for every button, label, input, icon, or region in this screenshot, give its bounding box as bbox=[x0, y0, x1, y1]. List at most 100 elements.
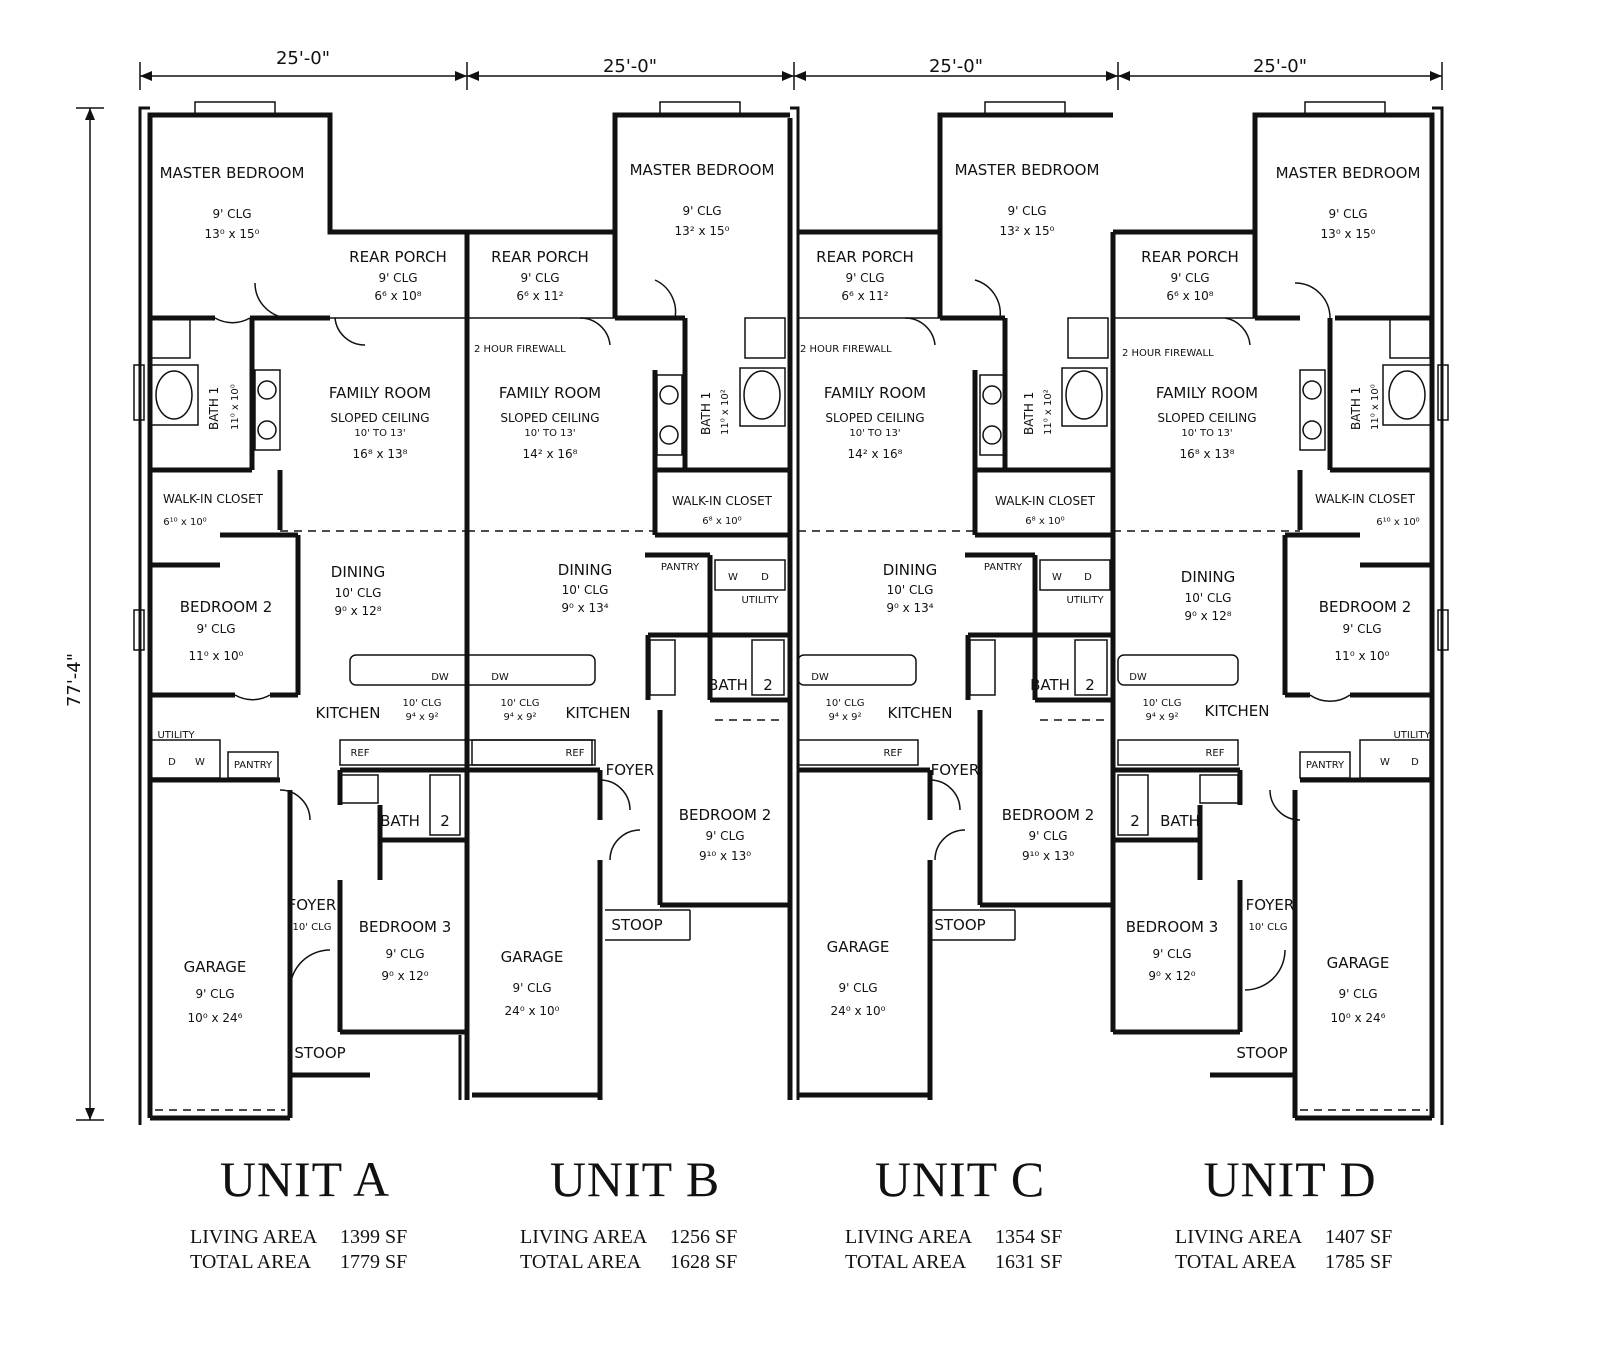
room-name: MASTER BEDROOM bbox=[955, 161, 1100, 179]
room-name: BEDROOM 2 bbox=[180, 598, 273, 616]
bath-number: 2 bbox=[1130, 812, 1140, 830]
living-area-label: LIVING AREA bbox=[845, 1226, 973, 1248]
room-name: UTILITY bbox=[157, 730, 195, 741]
door-swings bbox=[214, 279, 1351, 991]
room-name: BATH bbox=[1030, 676, 1070, 694]
unit-d-walls bbox=[1113, 106, 1444, 1125]
room-name: KITCHEN bbox=[888, 704, 953, 722]
room-size: 9⁰ x 13⁴ bbox=[886, 601, 933, 615]
room-name: WALK-IN CLOSET bbox=[1315, 492, 1416, 506]
room-name: BATH 1 bbox=[699, 392, 713, 435]
room-name: KITCHEN bbox=[1205, 702, 1270, 720]
overall-depth-dimension: 77'-4" bbox=[64, 653, 85, 707]
room-name: FAMILY ROOM bbox=[824, 384, 926, 402]
room-name: FOYER bbox=[1246, 896, 1295, 914]
living-area-label: LIVING AREA bbox=[1175, 1226, 1303, 1248]
room-size: 6⁸ x 10⁰ bbox=[1025, 516, 1064, 527]
living-area-value: 1354 SF bbox=[995, 1226, 1063, 1248]
room-name: STOOP bbox=[934, 916, 985, 934]
room-name: BEDROOM 3 bbox=[1126, 918, 1219, 936]
dryer-label: D bbox=[1084, 572, 1092, 583]
total-area-label: TOTAL AREA bbox=[520, 1251, 642, 1273]
room-name: PANTRY bbox=[984, 562, 1023, 573]
room-size: 9⁰ x 13⁴ bbox=[561, 601, 608, 615]
unit-b-title: UNIT B bbox=[549, 1151, 721, 1207]
room-size: 6¹⁰ x 10⁰ bbox=[163, 517, 206, 528]
room-name: FAMILY ROOM bbox=[329, 384, 431, 402]
total-area-value: 1785 SF bbox=[1325, 1251, 1393, 1273]
room-note: SLOPED CEILING bbox=[500, 411, 599, 425]
washer-label: W bbox=[195, 757, 205, 768]
room-size: 11⁰ x 10⁰ bbox=[189, 649, 244, 663]
room-ceiling: 10' CLG bbox=[403, 698, 442, 709]
room-ceiling: 10' CLG bbox=[335, 586, 382, 600]
dryer-label: D bbox=[168, 757, 176, 768]
room-name: GARAGE bbox=[1327, 954, 1390, 972]
living-area-value: 1256 SF bbox=[670, 1226, 738, 1248]
bath-number: 2 bbox=[440, 812, 450, 830]
room-size: 6¹⁰ x 10⁰ bbox=[1376, 517, 1419, 528]
room-size: 6⁶ x 10⁸ bbox=[1166, 289, 1213, 303]
room-name: PANTRY bbox=[661, 562, 700, 573]
room-name: BEDROOM 2 bbox=[1002, 806, 1095, 824]
room-name: BEDROOM 3 bbox=[359, 918, 452, 936]
unit-c-walls bbox=[798, 112, 1113, 1100]
unit-d-labels: MASTER BEDROOM 9' CLG 13⁰ x 15⁰ REAR POR… bbox=[1122, 164, 1431, 1062]
room-ceiling: 10' CLG bbox=[562, 583, 609, 597]
living-area-value: 1399 SF bbox=[340, 1226, 408, 1248]
unit-b-width-dimension: 25'-0" bbox=[603, 56, 657, 77]
dishwasher-label: DW bbox=[491, 672, 509, 683]
room-size: 9¹⁰ x 13⁰ bbox=[1022, 849, 1074, 863]
room-size: 6⁶ x 10⁸ bbox=[374, 289, 421, 303]
room-ceiling: 9' CLG bbox=[195, 987, 234, 1001]
unit-a-walls bbox=[138, 106, 467, 1125]
dishwasher-label: DW bbox=[1129, 672, 1147, 683]
room-note: SLOPED CEILING bbox=[1157, 411, 1256, 425]
room-ceiling: 9' CLG bbox=[520, 271, 559, 285]
room-size: 10⁰ x 24⁶ bbox=[188, 1011, 243, 1025]
room-name: BATH bbox=[1160, 812, 1200, 830]
refrigerator-label: REF bbox=[1205, 748, 1224, 759]
room-name: DINING bbox=[331, 563, 385, 581]
room-ceiling: 9' CLG bbox=[705, 829, 744, 843]
refrigerator-label: REF bbox=[883, 748, 902, 759]
room-ceiling: 9' CLG bbox=[1342, 622, 1381, 636]
room-size: 16⁸ x 13⁸ bbox=[1180, 447, 1235, 461]
room-ceiling: 9' CLG bbox=[196, 622, 235, 636]
room-ceiling: 9' CLG bbox=[845, 271, 884, 285]
room-size: 11⁰ x 10² bbox=[1043, 389, 1054, 435]
room-ceiling: 9' CLG bbox=[212, 207, 251, 221]
room-note: SLOPED CEILING bbox=[330, 411, 429, 425]
room-size: 11⁰ x 10⁰ bbox=[230, 384, 241, 430]
room-ceiling: 9' CLG bbox=[1007, 204, 1046, 218]
room-name: MASTER BEDROOM bbox=[630, 161, 775, 179]
dryer-label: D bbox=[1411, 757, 1419, 768]
room-ceiling: 9' CLG bbox=[1328, 207, 1367, 221]
room-ceiling: 9' CLG bbox=[512, 981, 551, 995]
room-name: DINING bbox=[883, 561, 937, 579]
room-name: GARAGE bbox=[501, 948, 564, 966]
dishwasher-label: DW bbox=[811, 672, 829, 683]
fixtures bbox=[133, 101, 1449, 836]
room-size: 9⁰ x 12⁸ bbox=[334, 604, 381, 618]
room-name: GARAGE bbox=[184, 958, 247, 976]
unit-d-width-dimension: 25'-0" bbox=[1253, 56, 1307, 77]
room-name: BATH bbox=[380, 812, 420, 830]
room-name: BATH bbox=[708, 676, 748, 694]
room-ceiling-range: 10' TO 13' bbox=[1181, 428, 1232, 439]
firewall-label: 2 HOUR FIREWALL bbox=[800, 344, 892, 355]
room-ceiling: 10' CLG bbox=[293, 922, 332, 933]
room-name: WALK-IN CLOSET bbox=[163, 492, 264, 506]
room-size: 16⁸ x 13⁸ bbox=[353, 447, 408, 461]
room-name: BATH 1 bbox=[207, 387, 221, 430]
total-area-value: 1628 SF bbox=[670, 1251, 738, 1273]
room-ceiling: 10' CLG bbox=[1143, 698, 1182, 709]
refrigerator-label: REF bbox=[350, 748, 369, 759]
room-name: FAMILY ROOM bbox=[499, 384, 601, 402]
room-ceiling: 9' CLG bbox=[838, 981, 877, 995]
room-size: 9¹⁰ x 13⁰ bbox=[699, 849, 751, 863]
room-size: 24⁰ x 10⁰ bbox=[831, 1004, 886, 1018]
